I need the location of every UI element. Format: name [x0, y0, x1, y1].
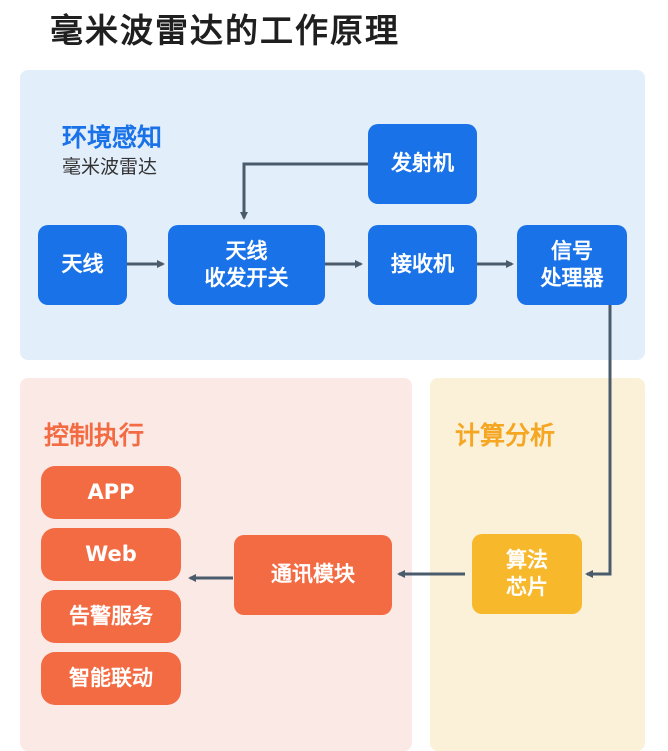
sense-section-title: 环境感知 — [62, 123, 163, 152]
signal-processor-node: 信号 处理器 — [517, 225, 627, 305]
algorithm-chip-node: 算法 芯片 — [472, 534, 582, 614]
output-app: APP — [41, 466, 181, 519]
receiver-node: 接收机 — [368, 225, 477, 305]
transmitter-node: 发射机 — [368, 124, 477, 204]
arrow-transmitter-to-switch — [240, 162, 368, 220]
output-web: Web — [41, 528, 181, 581]
antenna-node: 天线 — [38, 225, 127, 305]
sense-section-subtitle: 毫米波雷达 — [62, 156, 158, 178]
communication-module-node: 通讯模块 — [234, 535, 392, 615]
output-smart-linkage: 智能联动 — [41, 652, 181, 705]
page-title: 毫米波雷达的工作原理 — [50, 11, 400, 50]
arrow-processor-to-chip — [585, 305, 612, 578]
antenna-switch-node: 天线 收发开关 — [168, 225, 325, 305]
compute-section-title: 计算分析 — [455, 421, 556, 450]
environment-sensing-panel — [20, 70, 645, 360]
output-alarm-service: 告警服务 — [41, 590, 181, 643]
control-section-title: 控制执行 — [44, 421, 145, 450]
